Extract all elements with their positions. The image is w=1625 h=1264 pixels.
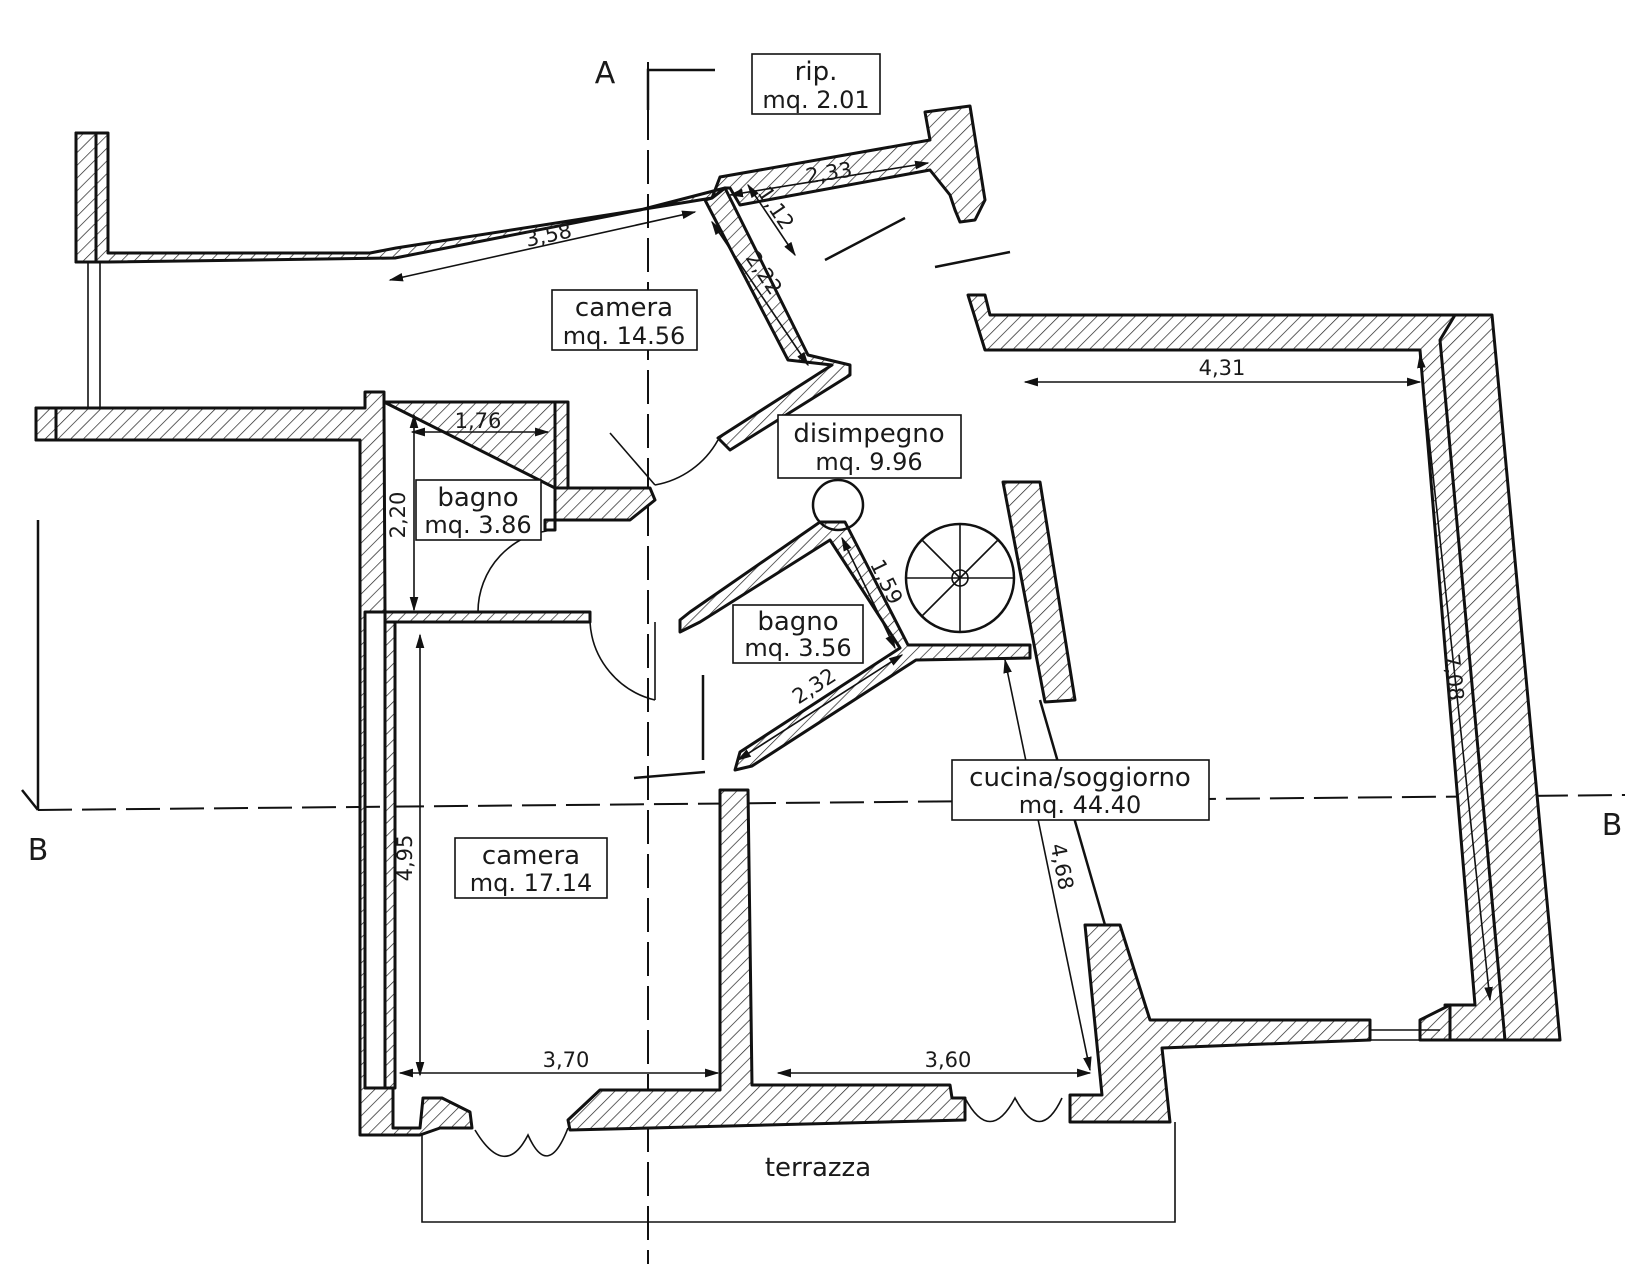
dimension-labels: 2,33 1,12 3,58 2,22 4,31 1,76 2,20 1,59 … [386,158,1468,1072]
spiral-staircase [811,478,1016,634]
room-bagno-center: bagno mq. 3.56 [732,604,864,664]
dim-4-31: 4,31 [1199,356,1246,380]
room-disimpegno-name: disimpegno [793,419,944,449]
room-disimpegno: disimpegno mq. 9.96 [777,414,962,479]
room-cucina-area: mq. 44.40 [1019,791,1142,819]
dim-1-76: 1,76 [455,409,502,433]
dim-3-70: 3,70 [543,1048,590,1072]
room-rip-name: rip. [795,57,838,87]
room-disimpegno-area: mq. 9.96 [815,448,922,476]
room-camera-bottom-area: mq. 17.14 [470,869,593,897]
dim-7-08: 7,08 [1440,653,1469,702]
dim-4-95: 4,95 [393,835,417,882]
room-camera-top-name: camera [575,293,673,323]
room-camera-top-area: mq. 14.56 [563,322,686,350]
room-camera-bottom-name: camera [482,841,580,871]
dim-2-20: 2,20 [386,492,410,539]
room-bagno-center-area: mq. 3.56 [744,634,851,662]
room-camera-top: camera mq. 14.56 [551,289,698,351]
dimension-lines [388,160,1493,1078]
room-rip: rip. mq. 2.01 [751,53,881,115]
room-cucina-soggiorno: cucina/soggiorno mq. 44.40 [951,759,1210,821]
room-labels: rip. mq. 2.01 camera mq. 14.56 disimpegn… [415,53,1210,1183]
room-bagno-left-area: mq. 3.86 [424,511,531,539]
room-bagno-left: bagno mq. 3.86 [415,479,542,541]
section-mark-a: A [595,56,616,91]
dim-4-68: 4,68 [1046,841,1078,891]
room-bagno-left-name: bagno [437,483,518,513]
room-terrazza-name: terrazza [765,1153,871,1183]
section-mark-b-left: B [28,833,49,868]
section-marks: A B B [28,56,1623,868]
room-rip-area: mq. 2.01 [762,86,869,114]
dim-3-60: 3,60 [925,1048,972,1072]
dim-3-58: 3,58 [523,219,574,252]
room-bagno-center-name: bagno [757,607,838,637]
room-camera-bottom: camera mq. 17.14 [454,837,608,899]
room-cucina-name: cucina/soggiorno [969,763,1191,793]
section-mark-b-right: B [1602,808,1623,843]
